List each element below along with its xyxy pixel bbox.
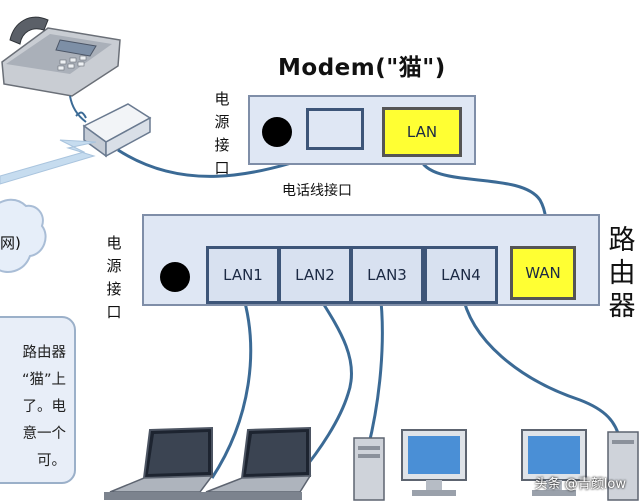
lan1-cable (210, 291, 253, 479)
note-box: 路由器 “猫”上 了。电 意一个 可。 (0, 316, 76, 484)
lan3-cable (366, 291, 384, 449)
note-line: 意一个 (22, 426, 67, 442)
modem-lan-port: LAN (382, 107, 462, 157)
laptop-icon (104, 426, 214, 500)
router-lan4-port: LAN4 (424, 246, 498, 304)
desktop-computer-icon (353, 429, 467, 501)
modem-power-label-char: 接 (214, 136, 230, 154)
note-line: “猫”上 (21, 372, 66, 388)
modem-phone-port (306, 108, 364, 150)
splitter-box-icon (75, 103, 152, 158)
watermark: 头条 @青颜low (534, 477, 626, 492)
note-line: 路由器 (22, 345, 67, 361)
modem-power-socket (262, 117, 292, 147)
router-lan2-port: LAN2 (278, 246, 352, 304)
router-name-label: 路 由 器 (606, 224, 638, 323)
lightning-icon (0, 139, 97, 185)
desktop-computer-icon (521, 429, 639, 501)
router-power-socket (160, 262, 190, 292)
modem-power-label-char: 口 (214, 159, 230, 177)
router-power-label-char: 源 (106, 257, 122, 275)
lan4-cable (460, 291, 622, 441)
cloud-label: 网) (0, 234, 21, 252)
modem-title: Modem("猫") (278, 55, 446, 81)
router-name-char: 器 (608, 291, 636, 322)
cloud-icon (0, 198, 47, 273)
modem-power-label-char: 电 (214, 90, 230, 108)
note-line: 了。电 (22, 399, 67, 415)
router-lan1-port: LAN1 (206, 246, 280, 304)
modem-device: LAN (248, 95, 476, 165)
phone-cord (69, 95, 87, 123)
note-line: 可。 (37, 453, 66, 469)
lan2-cable (298, 291, 354, 475)
phone-port-label: 电话线接口 (282, 183, 352, 199)
modem-power-label-char: 源 (214, 113, 230, 131)
desk-phone-icon (1, 16, 121, 97)
router-name-char: 路 (608, 225, 636, 256)
router-power-label-char: 电 (106, 234, 122, 252)
router-wan-port: WAN (510, 246, 576, 300)
router-name-char: 由 (608, 258, 636, 289)
router-device: LAN1 LAN2 LAN3 LAN4 WAN (142, 214, 600, 306)
laptop-icon (202, 426, 312, 500)
router-lan3-port: LAN3 (350, 246, 424, 304)
router-power-label: 电 源 接 口 (104, 232, 124, 324)
router-power-label-char: 接 (106, 280, 122, 298)
router-power-label-char: 口 (106, 303, 122, 321)
modem-power-label: 电 源 接 口 (212, 88, 232, 180)
